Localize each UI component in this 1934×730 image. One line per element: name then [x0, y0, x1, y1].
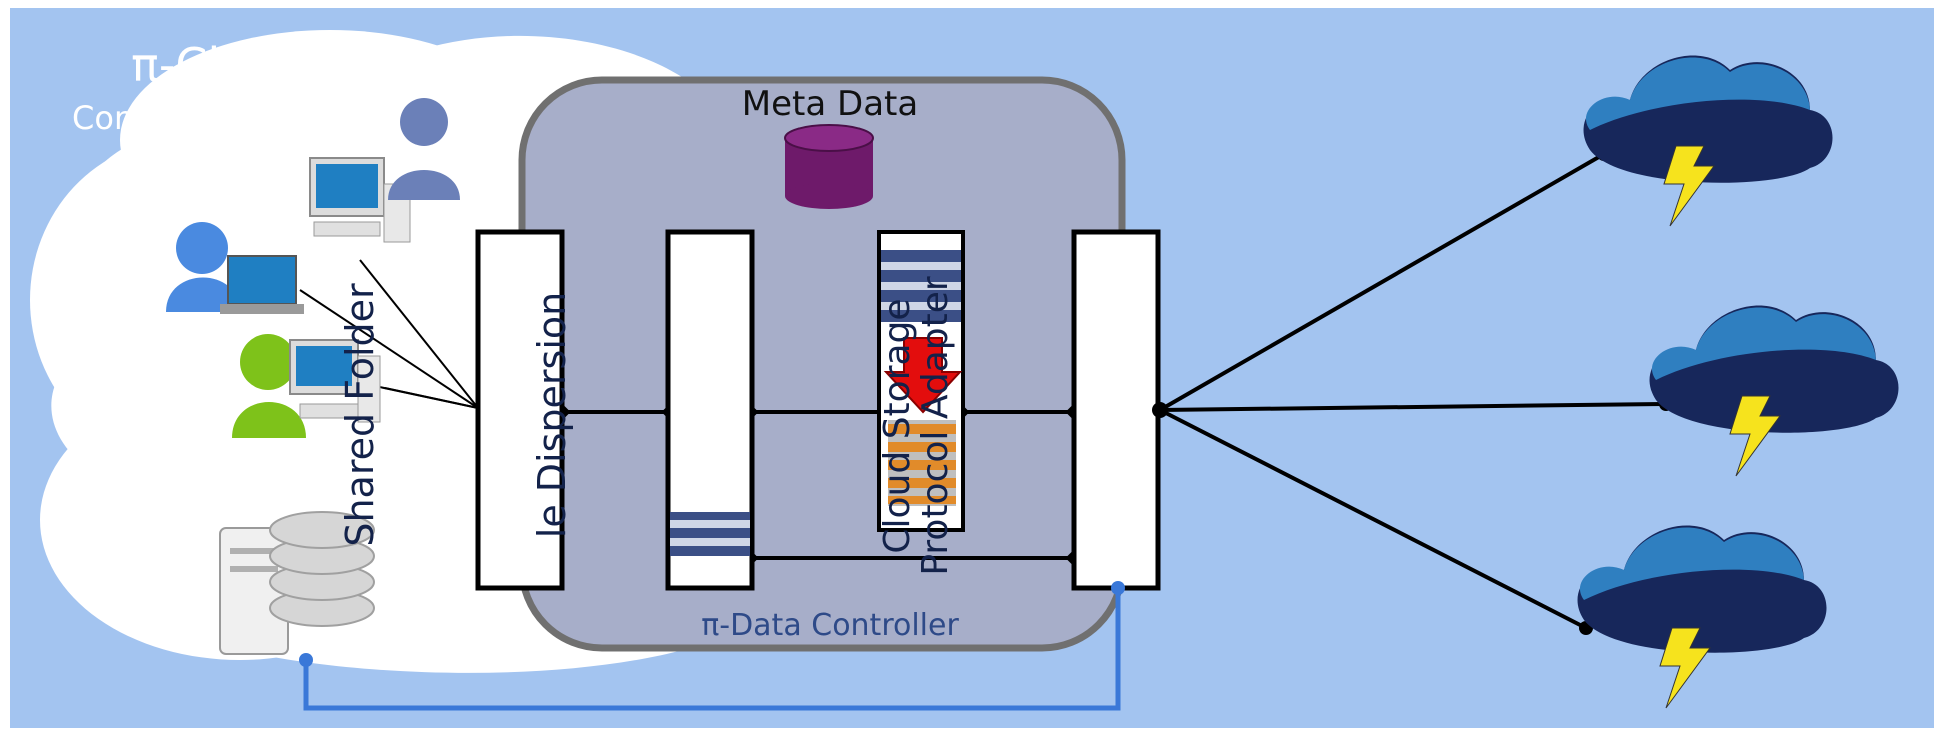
cloud-lines: [1159, 152, 1667, 630]
shared-folder-label: Shared Folder: [338, 283, 382, 547]
user-icon: [232, 334, 306, 438]
controller-label: π-Data Controller: [701, 608, 959, 643]
adapter-label-line2: Protocol Adapter: [915, 276, 956, 576]
user-icon: [166, 222, 240, 312]
storm-cloud-icon: [1649, 305, 1899, 477]
computer-icon: [289, 339, 381, 423]
computer-icon: [309, 157, 411, 243]
arrow-down-icon: [883, 337, 963, 414]
key-stack-icon: [888, 420, 956, 506]
storm-cloud-icon: [1577, 525, 1827, 709]
storm-cloud-icon: [1583, 55, 1833, 227]
adapter-label-line1: Cloud Storage: [877, 298, 918, 554]
user-icon: [388, 98, 460, 200]
feedback-line: [299, 581, 1125, 711]
lightning-icon: [1659, 627, 1711, 709]
dispersion-label: le Dispersion: [530, 291, 574, 539]
video-file-icon: [670, 512, 750, 556]
shared-folder-box: [475, 229, 565, 591]
file-strip-icon: [881, 250, 961, 322]
adapter-label: Cloud Storage Protocol Adapter: [877, 246, 961, 606]
laptop-icon: [220, 255, 304, 314]
lightning-icon: [1729, 395, 1781, 477]
database-stack-icon: [269, 511, 375, 627]
connection-lines: [562, 410, 1074, 560]
lightning-icon: [1663, 145, 1715, 227]
database-icon: [784, 124, 874, 209]
diagram-subtitle: Company Intranet: [72, 99, 362, 137]
adapter-box: [1071, 229, 1161, 591]
diagram-title: π-Cloud =: [131, 38, 360, 92]
meta-data-label: Meta Data: [741, 84, 919, 124]
